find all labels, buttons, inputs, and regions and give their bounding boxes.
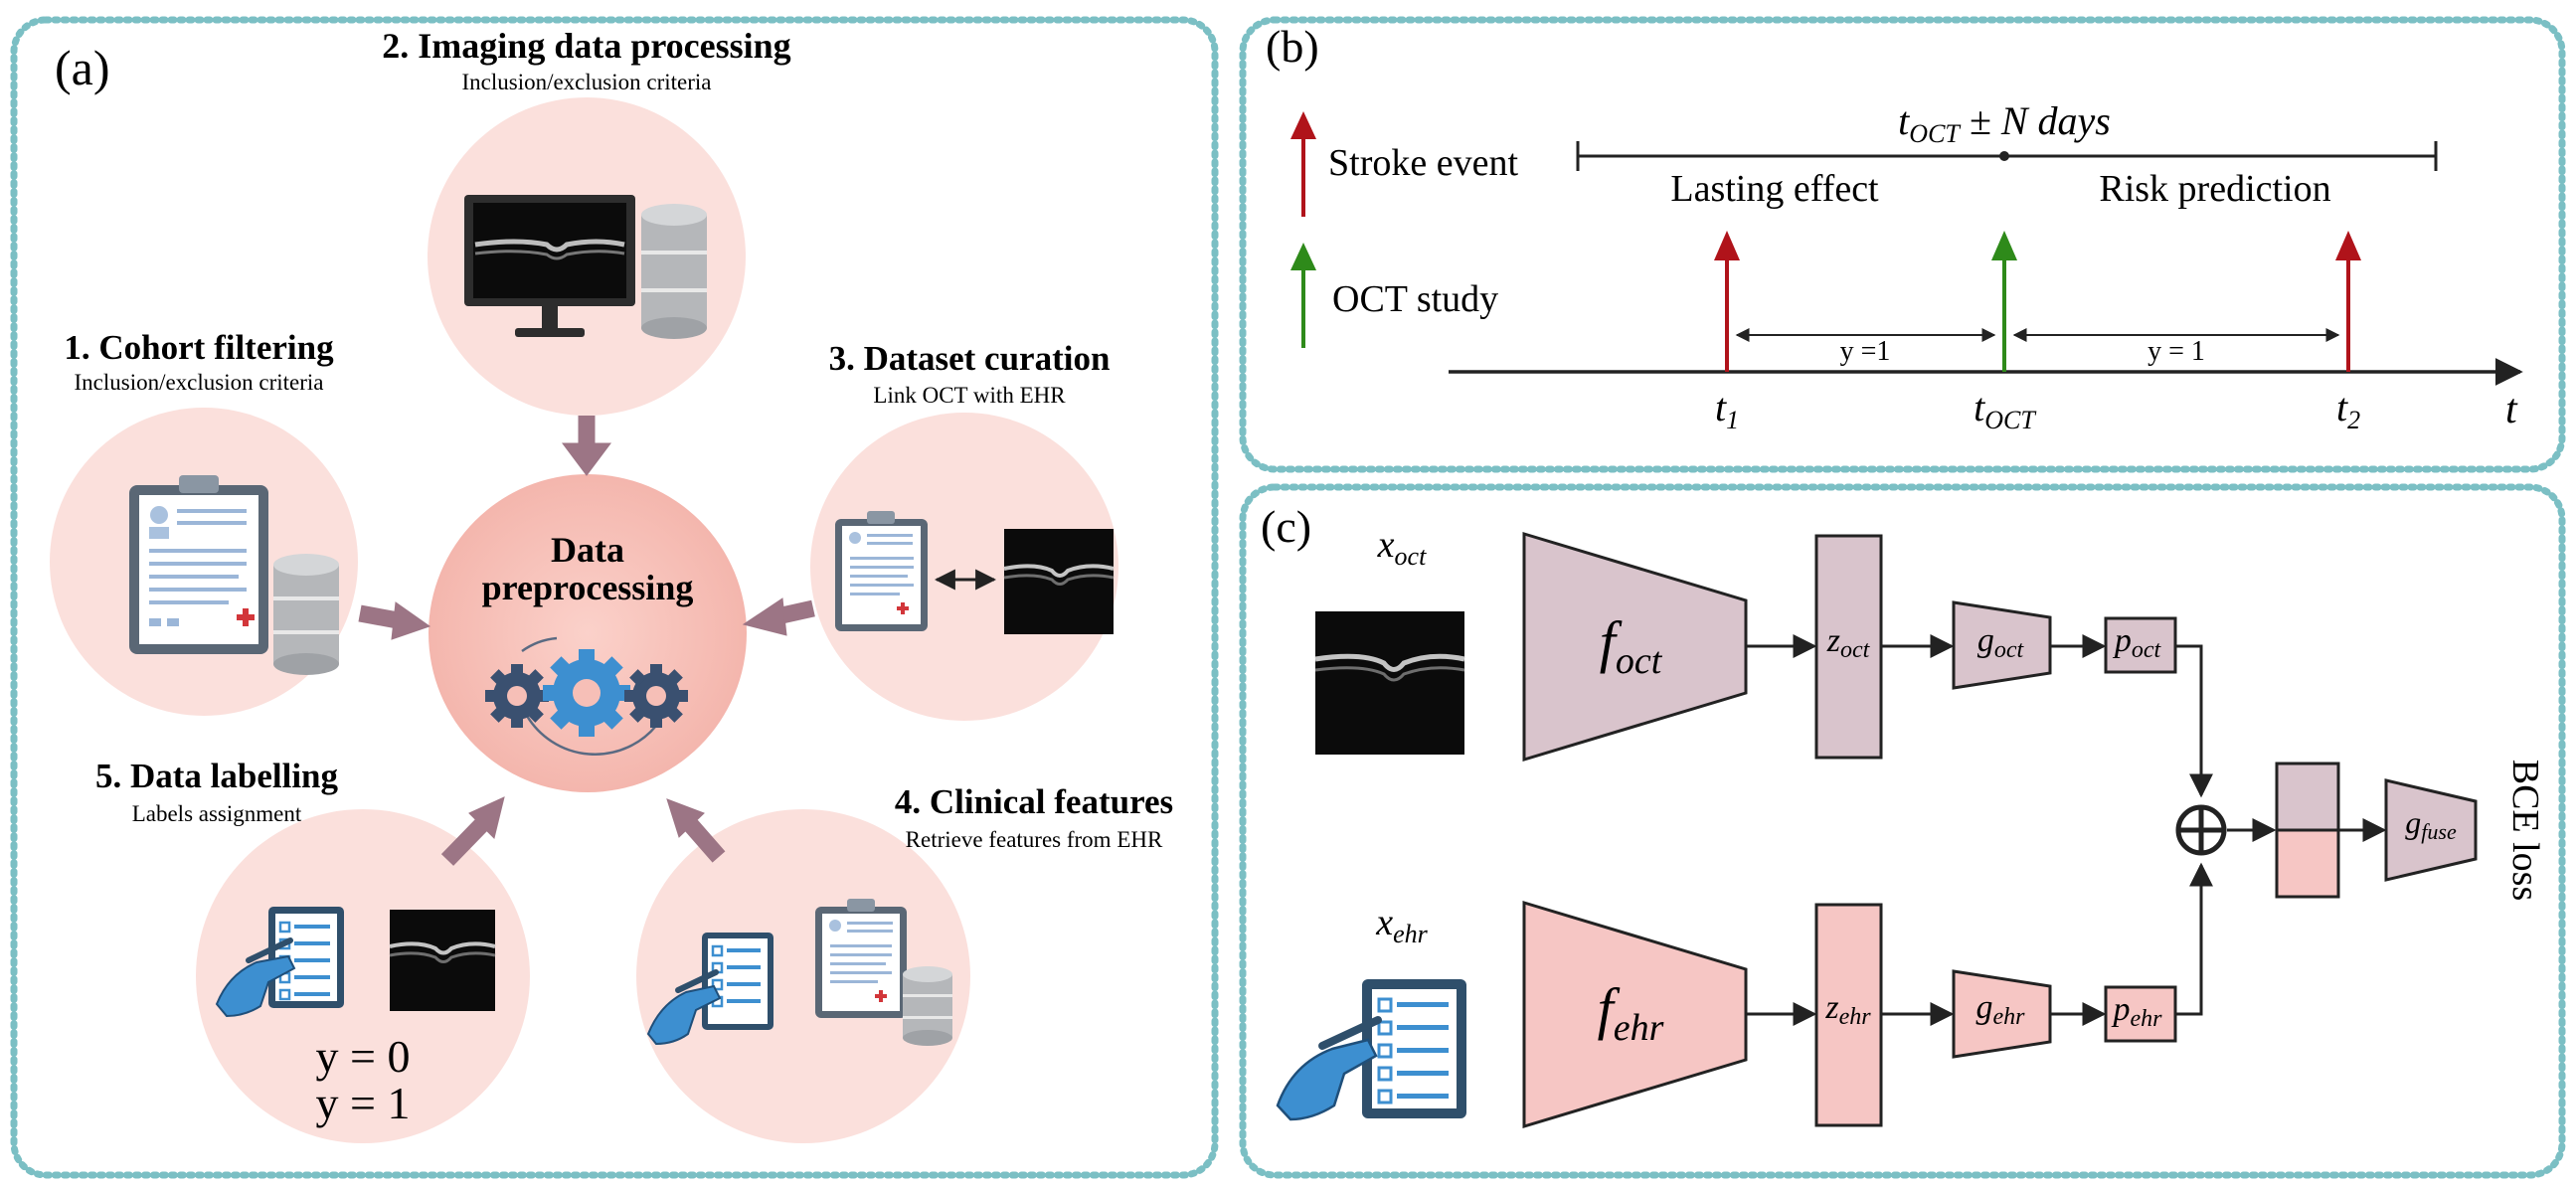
panel-a-frame	[10, 16, 1219, 1179]
step-2-subtitle: Inclusion/exclusion criteria	[461, 70, 711, 94]
head-oct	[1952, 600, 2052, 690]
database-icon-step1	[273, 554, 339, 675]
panel-c-frame	[1239, 483, 2566, 1179]
head-ehr	[1952, 969, 2052, 1059]
oct-scan-input	[1314, 611, 1465, 755]
monitor-icon	[464, 195, 635, 337]
step-3-subtitle: Link OCT with EHR	[873, 383, 1066, 408]
window-sub: OCT	[1909, 119, 1961, 148]
clipboard-icon-step4	[815, 899, 907, 1018]
label-y0: y = 0	[316, 1031, 411, 1082]
legend-oct-label: OCT study	[1332, 278, 1498, 320]
panel-a-label: (a)	[55, 40, 110, 95]
encoder-oct	[1522, 531, 1748, 763]
hand-pen-icon-step5	[215, 937, 296, 1018]
prob-ehr	[2104, 985, 2177, 1043]
oct-legend-arrow	[1290, 243, 1316, 270]
x-ehr-label: xehr	[1375, 902, 1428, 948]
axis-t-label: t	[2505, 387, 2518, 432]
center-circle	[429, 474, 747, 792]
oct-scan-step5	[389, 910, 496, 1011]
x-oct-label: xoct	[1377, 524, 1427, 571]
step-1-title: 1. Cohort filtering	[64, 328, 334, 367]
panel-b: (b) Stroke event OCT study tOCT ± N days…	[1239, 16, 2566, 473]
fused-vector-ehr	[2275, 828, 2340, 899]
window-rest: ± N days	[1960, 98, 2111, 143]
panel-c-label: (c)	[1261, 501, 1311, 552]
prob-oct	[2104, 616, 2177, 674]
fused-vector-oct	[2275, 762, 2340, 832]
center-label-line1: Data	[551, 530, 624, 570]
step-3-title: 3. Dataset curation	[829, 339, 1111, 378]
clipboard-icon	[129, 475, 268, 654]
stroke-arrow-t2	[2335, 231, 2361, 260]
hand-pen-icon-ehr	[1276, 1016, 1382, 1121]
window-center-dot	[1999, 151, 2009, 161]
embedding-ehr-label: zehr	[1824, 989, 1871, 1030]
gears-icon	[485, 636, 688, 756]
step-4-subtitle: Retrieve features from EHR	[906, 827, 1163, 852]
label-y1: y = 1	[316, 1078, 411, 1128]
interval-left-label: y =1	[1840, 336, 1891, 367]
loss-label: BCE loss	[2504, 760, 2546, 902]
step-2-title: 2. Imaging data processing	[382, 26, 790, 66]
tick-t1: t1	[1715, 385, 1739, 434]
pipeline-arrows	[1746, 634, 2387, 1026]
head-fuse	[2384, 778, 2478, 882]
section-risk-prediction: Risk prediction	[2099, 168, 2330, 210]
step-4-circle	[636, 809, 970, 1143]
checklist-icon-step5	[268, 907, 344, 1008]
head-fuse-label: gfuse	[2405, 804, 2457, 844]
step-5-circle	[196, 809, 530, 1143]
clipboard-icon-step3	[835, 511, 928, 631]
database-icon	[641, 204, 707, 339]
interval-right-label: y = 1	[2147, 336, 2205, 367]
stroke-legend-arrow	[1290, 111, 1316, 139]
hand-pen-icon-step4	[646, 969, 722, 1046]
encoder-ehr	[1522, 900, 1748, 1129]
stroke-arrow-t1	[1714, 231, 1740, 260]
panel-b-frame	[1239, 16, 2566, 473]
section-lasting-effect: Lasting effect	[1670, 168, 1879, 210]
panel-b-label: (b)	[1266, 21, 1319, 72]
head-oct-label: goct	[1977, 622, 2025, 663]
step-4-title: 4. Clinical features	[895, 782, 1173, 821]
embedding-oct-label: zoct	[1826, 622, 1871, 663]
step-1-subtitle: Inclusion/exclusion criteria	[74, 370, 323, 395]
oct-arrow-toct	[1991, 231, 2017, 260]
checklist-icon-step4	[702, 933, 773, 1030]
tick-t2: t2	[2336, 385, 2360, 434]
database-icon-step4	[903, 966, 952, 1046]
step-3-circle	[810, 413, 1118, 721]
legend-stroke-label: Stroke event	[1328, 142, 1518, 184]
panel-c: (c) xoct xehr fo	[1239, 483, 2566, 1179]
oct-scan-step3	[1003, 529, 1115, 634]
tick-toct: tOCT	[1974, 385, 2036, 434]
prob-oct-label: poct	[2113, 622, 2162, 663]
step-5-subtitle: Labels assignment	[132, 801, 302, 826]
window-label: tOCT ± N days	[1898, 98, 2111, 148]
checklist-icon-ehr	[1362, 979, 1466, 1118]
head-ehr-label: gehr	[1976, 989, 2026, 1030]
panel-a: (a) 2. Imaging data processing Inclusion…	[10, 16, 1219, 1179]
window-t: t	[1898, 98, 1910, 143]
step-5-title: 5. Data labelling	[95, 757, 339, 795]
prob-ehr-label: pehr	[2112, 991, 2163, 1032]
flow-arrows	[358, 416, 815, 866]
center-label-line2: preprocessing	[482, 568, 694, 607]
